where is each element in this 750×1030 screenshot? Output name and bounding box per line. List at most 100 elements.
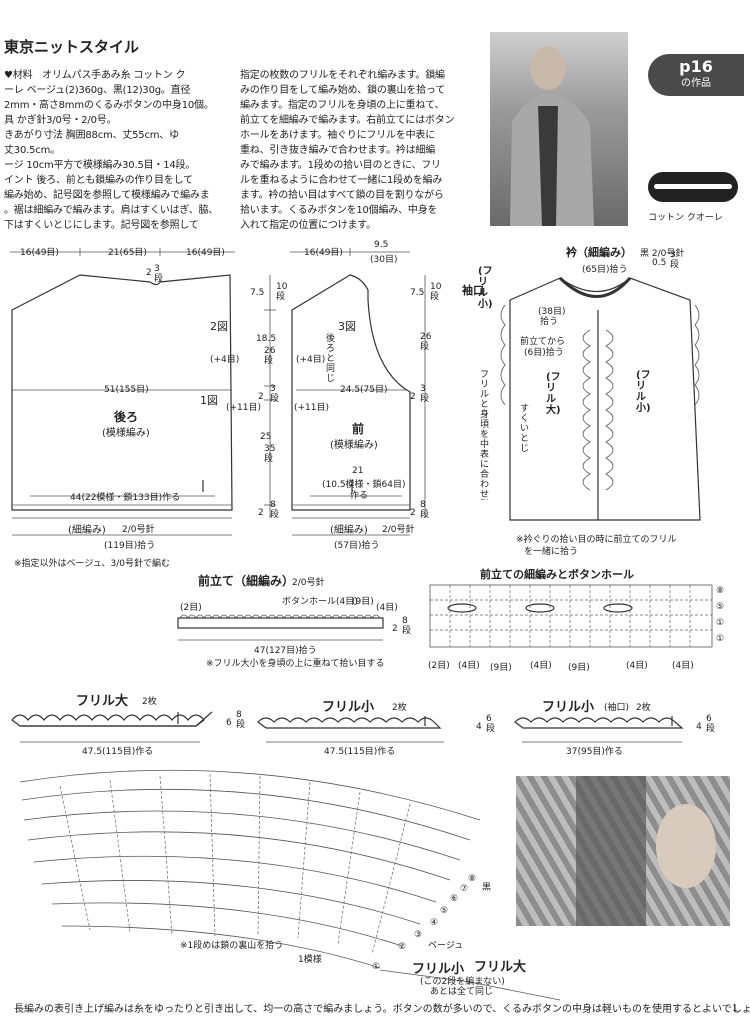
intro-line: 具 かぎ針3/0号・2/0号。	[4, 115, 117, 126]
frill-sleeve-dim-rows: 6段	[706, 714, 716, 734]
frill-small-dim-rows: 6段	[486, 714, 496, 734]
frill-big-length: 47.5(115目)作る	[82, 747, 154, 757]
sleeve-label: 袖口	[462, 284, 484, 297]
dim-35-rows: 35段	[264, 444, 276, 464]
collar-label: 衿（細編み）	[566, 246, 632, 259]
placket-chart-title: 前立ての細編みとボタンホール	[480, 568, 634, 581]
dim-7-5: 7.5	[250, 288, 265, 298]
collar-dim-rows: 3段	[670, 250, 680, 270]
intro-line: 指定の枚数のフリルをそれぞれ編みます。鎖編	[240, 70, 445, 81]
placket-chart-count: (4目)	[672, 661, 694, 671]
back-hem: (細編み)	[68, 525, 106, 536]
chart-row-marker: ⑥	[450, 894, 459, 904]
intro-line: ーレ ベージュ(2)360g、黒(12)30g。直径	[4, 85, 191, 96]
placket-row-marker: ⑤	[716, 602, 725, 612]
frill-sleeve-title: フリル小	[542, 700, 595, 715]
frill-big-title: フリル大	[76, 694, 129, 709]
chart-row-marker: ⑤	[440, 906, 449, 916]
back-dim-top-left: 16(49目)	[20, 248, 59, 258]
collar-hook: 黒 2/0号針	[640, 249, 685, 259]
chart-black-label: 黒	[482, 883, 492, 893]
front-hem-hook: 2/0号針	[382, 525, 415, 535]
front-from-2: (6目)拾う	[524, 348, 564, 358]
chart-frill-small-note-2: あとは全て同じ	[430, 987, 494, 997]
dim-25: 25	[260, 432, 272, 442]
side-seam: すくいとじ	[520, 404, 530, 454]
front-width: 24.5(75目)	[340, 385, 388, 395]
frill-sleeve-length: 37(95目)作る	[566, 747, 623, 757]
chart-frill-big: フリル大	[474, 960, 527, 975]
intro-line: 。裾は細編みで編みます。肩はすくいはぎ、脇、	[4, 205, 219, 216]
intro-line: ルを重ねるように合わせて一緒に1段めを編み	[240, 175, 443, 186]
back-pickup: (119目)拾う	[104, 541, 156, 551]
dim-2-a: 2	[258, 392, 264, 402]
default-color-note: ※指定以外はベージュ、3/0号針で編む	[14, 559, 171, 569]
page-title: 東京ニットスタイル	[4, 38, 140, 56]
front-dim-8-rows: 8段	[420, 500, 430, 520]
intro-line: 編み始め、記号図を参照して模様編みで編みま	[4, 190, 210, 201]
page-badge: p16 の作品	[648, 54, 744, 96]
back-dim-top-right: 16(49目)	[186, 248, 225, 258]
front-same-as-back: 後ろと同じ	[326, 334, 336, 384]
pick-38: (38目)	[538, 307, 566, 317]
front-pattern: (模様編み)	[330, 440, 378, 451]
frill-big-count: 2枚	[142, 697, 157, 707]
placket-4-stitches: (4目)	[376, 603, 398, 613]
front-dim-2: 2	[410, 392, 416, 402]
back-shoulder: 2	[146, 268, 152, 278]
front-frill-small: (フリル小)	[636, 370, 651, 414]
front-pickup: (57目)拾う	[334, 541, 380, 551]
intro-line: 2mm・高さ8mmのくるみボタンの中身10個。	[4, 100, 214, 111]
model-photo	[490, 32, 628, 226]
intro-line: 編みます。指定のフリルを身頃の上に重ねて、	[240, 100, 445, 111]
chart-note: ※1段めは鎖の裏山を拾う	[180, 941, 284, 951]
front-outline	[291, 274, 411, 511]
pick-38-b: 拾う	[540, 317, 559, 327]
intro-line: イント 後ろ、前とも鎖編みの作り目をして	[4, 175, 193, 186]
intro-line: 重ね、引き抜き編みで合わせます。衿は細編	[240, 145, 435, 156]
page-number: p16	[679, 57, 713, 76]
footer-note: 長編みの表引き上げ編みは糸をゆったりと引き出して、均一の高さで編みましょう。ボタ…	[14, 1004, 750, 1015]
placket-title: 前立て（細編み）	[198, 574, 295, 588]
back-dim-top-mid: 21(65目)	[108, 248, 147, 258]
front-dim-2-b: 2	[410, 508, 416, 518]
back-cast-on: 44(22模様・鎖133目)作る	[70, 493, 181, 503]
chart-frill-small: フリル小	[412, 962, 465, 977]
back-outline	[11, 274, 233, 511]
back-hem-hook: 2/0号針	[122, 525, 155, 535]
chart-row-marker: ⑦	[460, 884, 469, 894]
page-number-footer: 1	[732, 1004, 738, 1014]
assembly-note-1: ※衿ぐりの拾い目の時に前立てのフリル	[516, 535, 677, 545]
collar-dim: 0.5	[652, 258, 667, 268]
chart-unit: 1模様	[298, 955, 322, 965]
back-width: 51(155目)	[104, 385, 149, 395]
chart-row-marker: ⑧	[468, 874, 477, 884]
intro-left-column: ♥材料 オリムパス手あみ糸 コットン ク ーレ ベージュ(2)360g、黒(12…	[4, 68, 218, 233]
intro-line: ージ 10cm平方で模様編み30.5目・14段。	[4, 160, 196, 171]
back-name: 後ろ	[114, 410, 139, 424]
sleeve-frill-label: (フリル小)	[478, 266, 493, 310]
front-fig3: 3図	[338, 320, 356, 333]
placket-chart-count: (4目)	[458, 661, 480, 671]
front-cast-on-3: 作る	[350, 491, 369, 501]
front-frill-big: (フリル大)	[546, 372, 561, 416]
intro-line: ホールをあけます。袖ぐりにフリルを中表に	[240, 130, 435, 141]
chart-frill-small-note: (この2段を編まない)	[420, 977, 505, 987]
intro-line: 拾います。くるみボタンを10個編み、中身を	[240, 205, 438, 216]
frill-small-title: フリル小	[322, 700, 375, 715]
page-badge-sub: の作品	[681, 78, 711, 89]
front-plus4: (+4目)	[296, 355, 326, 365]
detail-photo	[516, 776, 730, 926]
placket-chart-count: (2目)	[428, 661, 450, 671]
intro-line: ♥材料 オリムパス手あみ糸 コットン ク	[4, 70, 186, 81]
back-fig2: 2図	[210, 320, 228, 333]
front-dim-26-rows: 26段	[420, 332, 432, 352]
intro-line: 入れて指定の位置につけます。	[240, 220, 376, 231]
placket-note: ※フリル大小を身頃の上に重ねて拾い目する	[206, 659, 385, 669]
chart-beige-label: ベージュ	[428, 941, 464, 951]
frill-big-dim: 6	[226, 718, 232, 728]
placket-hook: 2/0号針	[292, 578, 325, 588]
front-name: 前	[352, 422, 365, 436]
placket-row-marker: ⑧	[716, 586, 725, 596]
